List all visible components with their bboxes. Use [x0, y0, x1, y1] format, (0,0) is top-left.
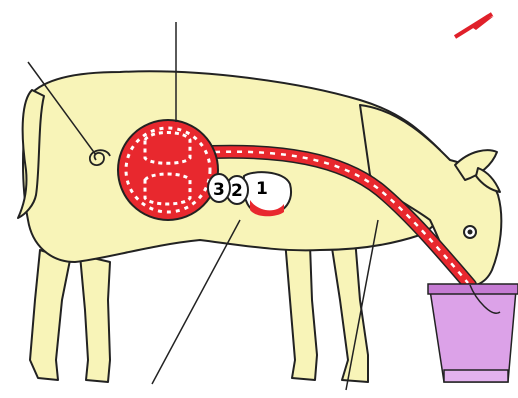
calf-body [18, 71, 501, 382]
stomach-compartment-1: 1 [244, 172, 291, 216]
arrow-icon [452, 14, 494, 38]
label-1: 1 [256, 179, 268, 199]
label-3: 3 [213, 180, 225, 200]
rumen [118, 120, 218, 220]
label-2: 2 [231, 181, 243, 201]
stomach-compartment-3: 3 [208, 174, 230, 202]
bucket [428, 284, 518, 382]
